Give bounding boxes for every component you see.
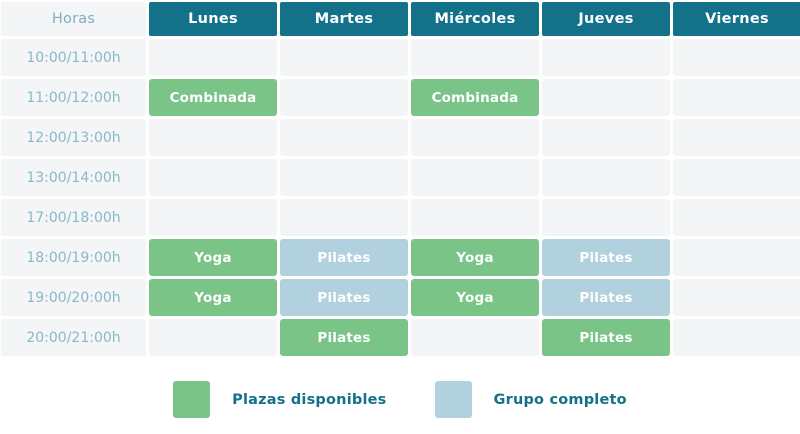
slot-cell-pilates[interactable]: Pilates (542, 239, 670, 276)
slot-cell-combinada[interactable]: Combinada (411, 79, 539, 116)
table-row: 17:00/18:00h (1, 199, 800, 236)
time-label: 17:00/18:00h (1, 199, 146, 236)
table-row: 18:00/19:00h Yoga Pilates Yoga Pilates (1, 239, 800, 276)
slot-cell (673, 39, 800, 76)
slot-cell (542, 119, 670, 156)
slot-cell (673, 199, 800, 236)
header-row: Horas Lunes Martes Miércoles Jueves Vier… (1, 2, 800, 36)
slot-cell (542, 39, 670, 76)
slot-cell-yoga[interactable]: Yoga (411, 279, 539, 316)
slot-cell (673, 119, 800, 156)
slot-cell (673, 79, 800, 116)
slot-cell-pilates[interactable]: Pilates (280, 239, 408, 276)
legend: Plazas disponibles Grupo completo (0, 381, 800, 418)
slot-cell-pilates[interactable]: Pilates (542, 279, 670, 316)
slot-cell (411, 199, 539, 236)
slot-cell (542, 79, 670, 116)
slot-cell (280, 119, 408, 156)
legend-swatch-full-icon (434, 381, 472, 418)
table-body: 10:00/11:00h 11:00/12:00h Combinada Comb… (1, 39, 800, 356)
time-label: 11:00/12:00h (1, 79, 146, 116)
legend-swatch-available-icon (173, 381, 211, 418)
slot-cell (411, 119, 539, 156)
slot-cell (411, 319, 539, 356)
slot-cell-pilates[interactable]: Pilates (280, 319, 408, 356)
legend-item-full: Grupo completo (434, 381, 627, 418)
slot-cell-pilates[interactable]: Pilates (280, 279, 408, 316)
slot-cell-yoga[interactable]: Yoga (149, 279, 277, 316)
slot-cell (149, 159, 277, 196)
slot-cell-yoga[interactable]: Yoga (411, 239, 539, 276)
schedule-container: Horas Lunes Martes Miércoles Jueves Vier… (0, 2, 800, 418)
table-row: 10:00/11:00h (1, 39, 800, 76)
slot-cell (280, 39, 408, 76)
slot-cell (149, 39, 277, 76)
slot-cell (673, 239, 800, 276)
slot-cell (149, 119, 277, 156)
slot-cell (280, 199, 408, 236)
slot-cell (280, 159, 408, 196)
legend-label-available: Plazas disponibles (232, 391, 387, 408)
time-label: 18:00/19:00h (1, 239, 146, 276)
table-row: 19:00/20:00h Yoga Pilates Yoga Pilates (1, 279, 800, 316)
table-row: 12:00/13:00h (1, 119, 800, 156)
day-header-viernes: Viernes (673, 2, 800, 36)
slot-cell-yoga[interactable]: Yoga (149, 239, 277, 276)
hours-column-header: Horas (1, 2, 146, 36)
time-label: 20:00/21:00h (1, 319, 146, 356)
day-header-lunes: Lunes (149, 2, 277, 36)
slot-cell (411, 39, 539, 76)
day-header-jueves: Jueves (542, 2, 670, 36)
slot-cell (673, 319, 800, 356)
slot-cell (542, 159, 670, 196)
slot-cell (542, 199, 670, 236)
slot-cell (673, 279, 800, 316)
slot-cell-pilates[interactable]: Pilates (542, 319, 670, 356)
table-row: 13:00/14:00h (1, 159, 800, 196)
time-label: 10:00/11:00h (1, 39, 146, 76)
time-label: 19:00/20:00h (1, 279, 146, 316)
legend-item-available: Plazas disponibles (173, 381, 386, 418)
table-header: Horas Lunes Martes Miércoles Jueves Vier… (1, 2, 800, 36)
table-row: 20:00/21:00h Pilates Pilates (1, 319, 800, 356)
class-schedule-table: Horas Lunes Martes Miércoles Jueves Vier… (1, 2, 800, 356)
day-header-martes: Martes (280, 2, 408, 36)
slot-cell-combinada[interactable]: Combinada (149, 79, 277, 116)
legend-label-full: Grupo completo (493, 391, 627, 408)
time-label: 12:00/13:00h (1, 119, 146, 156)
table-row: 11:00/12:00h Combinada Combinada (1, 79, 800, 116)
day-header-miercoles: Miércoles (411, 2, 539, 36)
slot-cell (411, 159, 539, 196)
time-label: 13:00/14:00h (1, 159, 146, 196)
slot-cell (149, 319, 277, 356)
slot-cell (280, 79, 408, 116)
slot-cell (673, 159, 800, 196)
slot-cell (149, 199, 277, 236)
